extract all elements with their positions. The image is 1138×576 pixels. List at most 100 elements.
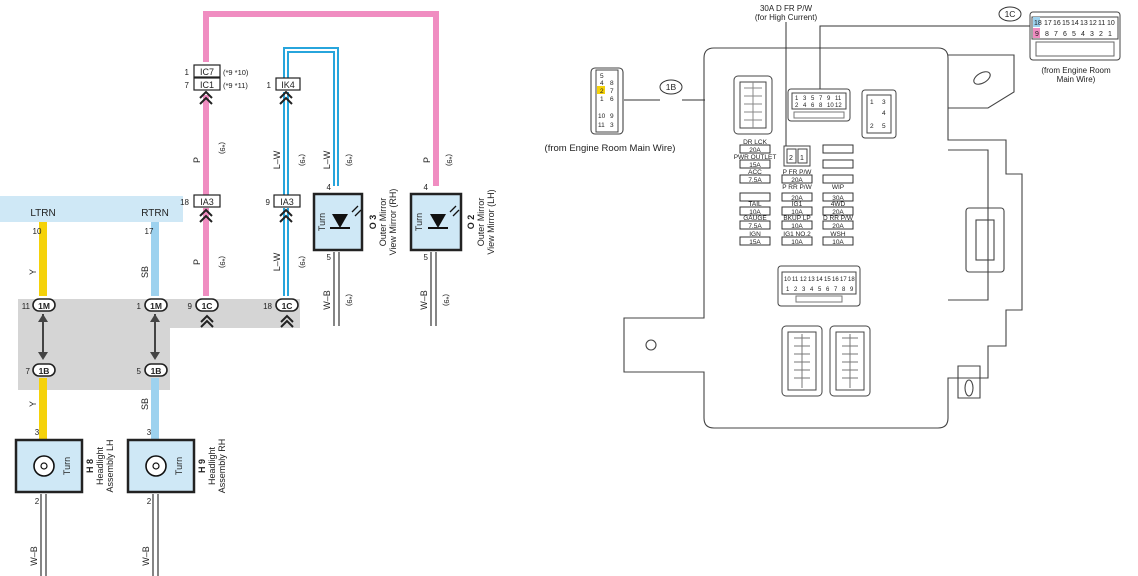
callout-1c-label: 1C — [1005, 9, 1016, 19]
svg-text:13: 13 — [808, 277, 815, 283]
mirror-lh-in-note: (*9) — [445, 154, 454, 167]
svg-text:1C: 1C — [282, 301, 293, 311]
svg-text:15A: 15A — [749, 239, 761, 246]
band-connector-2: 1M 1 — [137, 298, 168, 312]
callout-1c — [998, 6, 1022, 22]
svg-text:P FR P/W: P FR P/W — [783, 169, 813, 176]
svg-text:10: 10 — [784, 277, 791, 283]
svg-text:4: 4 — [1081, 31, 1085, 38]
svg-text:12: 12 — [800, 277, 807, 283]
svg-text:5: 5 — [882, 123, 886, 130]
svg-text:1: 1 — [786, 287, 790, 293]
callout-1b — [659, 79, 683, 95]
fuse-bkup-lp: BKUP LP 10A — [781, 215, 813, 230]
svg-text:Turn: Turn — [174, 457, 184, 475]
svg-text:Turn: Turn — [317, 213, 327, 231]
svg-text:20A: 20A — [791, 195, 803, 202]
svg-text:10A: 10A — [791, 209, 803, 216]
svg-text:1: 1 — [795, 96, 799, 102]
svg-text:11: 11 — [835, 96, 842, 102]
svg-text:16: 16 — [1053, 20, 1061, 27]
svg-text:Outer Mirror: Outer Mirror — [378, 198, 388, 247]
ic-chevron — [199, 90, 213, 105]
relay-2pin: 2 1 — [783, 145, 811, 167]
y-code-lower: Y — [28, 401, 38, 407]
fuse-dr-lck: DR LCK 20A — [739, 139, 771, 154]
ic1-pin: 7 — [185, 81, 190, 90]
svg-text:O 2: O 2 — [466, 215, 476, 230]
svg-text:5: 5 — [137, 367, 142, 376]
svg-text:10: 10 — [598, 113, 606, 120]
svg-text:6: 6 — [811, 103, 815, 109]
svg-text:2: 2 — [1099, 31, 1103, 38]
sb-code-upper: SB — [140, 266, 150, 278]
connector-ik4 — [275, 77, 301, 91]
svg-text:20A: 20A — [832, 209, 844, 216]
mirror-lh-in-code: P — [422, 157, 432, 163]
svg-text:15: 15 — [1062, 20, 1070, 27]
svg-text:12: 12 — [1089, 20, 1097, 27]
svg-text:20A: 20A — [791, 177, 803, 184]
fuse-ig1-no2: IG1 NO.2 10A — [781, 231, 813, 246]
svg-text:9: 9 — [188, 302, 193, 311]
mirror-lh-out-note: (*9) — [442, 294, 451, 307]
svg-text:12: 12 — [835, 103, 842, 109]
svg-text:9: 9 — [610, 113, 614, 120]
ik4-pin: 1 — [267, 81, 272, 90]
svg-text:H 9: H 9 — [197, 459, 207, 473]
band-connector-1: 1M 11 — [22, 298, 56, 312]
turn-signal-bus — [0, 196, 183, 222]
connector-ik4-label: IK4 — [281, 80, 295, 90]
ik4-chevron — [279, 90, 293, 105]
fuse-d-rr-pw: D RR P/W 20A — [822, 215, 854, 230]
mirror-lh-out-code: W–B — [419, 290, 429, 310]
svg-text:18: 18 — [263, 302, 272, 311]
svg-text:BKUP LP: BKUP LP — [783, 215, 810, 222]
headlight-assembly-rh: Turn 2 H 9 Headlight Assembly RH — [126, 439, 227, 506]
sb-code-lower: SB — [140, 398, 150, 410]
pink-wire-top — [203, 11, 439, 186]
fuse-acc: ACC 7.5A — [739, 169, 771, 184]
connector-1b-socket — [733, 75, 773, 135]
svg-text:13: 13 — [1080, 20, 1088, 27]
svg-text:2: 2 — [795, 103, 799, 109]
svg-text:9: 9 — [827, 96, 831, 102]
mirror-rh-out-note: (*9) — [345, 294, 354, 307]
svg-text:3: 3 — [803, 96, 807, 102]
y-code-upper: Y — [28, 269, 38, 275]
fuse-p-rr-pw: P RR P/W 20A — [781, 184, 813, 202]
svg-text:5: 5 — [1072, 31, 1076, 38]
connector-1c: 18 17 16 15 14 13 12 11 10 9 8 7 6 5 4 3… — [1029, 11, 1121, 61]
svg-text:O 3: O 3 — [368, 215, 378, 230]
ia3-right-label: IA3 — [280, 197, 294, 207]
connector-18pin: 10 11 12 13 14 15 16 17 18 1 2 3 4 5 6 7… — [777, 265, 861, 307]
svg-text:1: 1 — [600, 96, 604, 103]
svg-text:4WD: 4WD — [831, 201, 846, 208]
connector-ic1 — [193, 77, 221, 91]
svg-text:11: 11 — [598, 122, 605, 129]
ia3-left-pin: 18 — [180, 198, 189, 207]
mirror-rh-out-code: W–B — [322, 290, 332, 310]
svg-text:14: 14 — [816, 277, 823, 283]
callout-1b-label: 1B — [666, 82, 677, 92]
outer-mirror-lh: 4 Turn 5 O 2 Outer Mirror View Mirror (L… — [409, 183, 496, 262]
svg-text:2: 2 — [35, 497, 40, 506]
svg-text:4: 4 — [810, 287, 814, 293]
ia3-left-chevron — [199, 208, 213, 223]
relay-connector-12pin: 1 3 5 7 9 11 2 4 6 8 10 12 — [787, 88, 851, 122]
fuse-wip: WIP 30A — [822, 184, 854, 202]
ia3-left-label: IA3 — [200, 197, 214, 207]
callout-1c-line — [819, 25, 1032, 90]
connector-ic1-label: IC1 — [200, 80, 214, 90]
lw-code-lower: L–W — [272, 252, 282, 271]
led-icon — [430, 214, 446, 228]
svg-text:1B: 1B — [151, 366, 162, 376]
pin-highlight — [597, 86, 605, 94]
svg-text:8: 8 — [1045, 31, 1049, 38]
svg-text:TAIL: TAIL — [748, 201, 762, 208]
fuse-top-label-2: (for High Current) — [755, 13, 818, 22]
svg-text:4: 4 — [424, 183, 429, 192]
lower-connector-left — [781, 325, 823, 397]
svg-text:1: 1 — [137, 302, 142, 311]
